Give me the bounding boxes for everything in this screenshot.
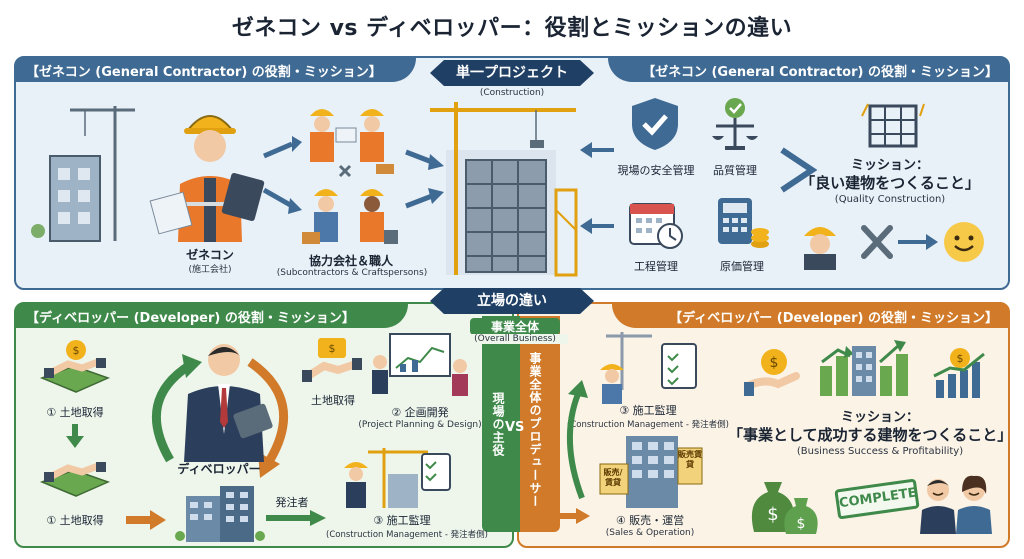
genecon-header-left: 【ゼネコン (General Contractor) の役割・ミッション】 [16, 58, 416, 82]
supervise-left-sub: (Construction Management - 発注者側) [326, 530, 488, 540]
sale-sign-2: 販売賃貸 [678, 450, 702, 469]
arrow-to-sales-icon [560, 508, 590, 524]
vs-label: VS [505, 420, 525, 435]
quality-label: 品質管理 [713, 164, 757, 177]
office-building-icon [175, 486, 265, 542]
partners-sub: (Subcontractors & Craftspersons) [276, 268, 428, 278]
sale-sign-1: 販売/賃貸 [603, 468, 623, 487]
developer-header-left: 【ディベロッパー (Developer) の役割・ミッション】 [16, 304, 408, 328]
arrow-from-schedule-icon [580, 218, 614, 234]
genecon-mission-main: 「良い建物をつくること」 [800, 174, 980, 192]
svg-text:$: $ [797, 516, 806, 532]
partner-workers-bottom-icon [302, 189, 398, 244]
genecon-mission-head: ミッション： [850, 158, 929, 173]
developer-person-icon [184, 344, 273, 462]
crane-building-icon [31, 106, 135, 242]
svg-text:$: $ [329, 342, 336, 355]
developer-panel-right [517, 302, 1010, 548]
single-project-sub: (Construction) [479, 88, 545, 98]
land-acquisition-center-label: 土地取得 [311, 394, 355, 407]
arrow-to-mission-icon [780, 147, 818, 193]
page-title: ゼネコン vs ディベロッパー：役割とミッションの違い [231, 16, 793, 41]
overall-business-label: 事業全体 [470, 318, 560, 335]
single-project-banner: 単一プロジェクト [430, 60, 594, 86]
svg-text:$: $ [767, 504, 778, 525]
developer-header-right: 【ディベロッパー (Developer) の役割・ミッション】 [612, 304, 1008, 328]
orderer-label: 発注者 [275, 496, 309, 509]
supervise-right-label: ③ 施工監理 [619, 404, 677, 417]
genba-shuyaku-vertical: 現場の主役 [491, 392, 505, 457]
genecon-mission-sub: (Quality Construction) [834, 194, 946, 205]
partner-workers-top-icon [310, 109, 394, 178]
developer-label: ディベロッパー [177, 462, 261, 476]
site-supervisor-icon [600, 332, 697, 404]
sales-building-icon [599, 436, 703, 508]
sales-sub: (Sales & Operation) [605, 528, 695, 538]
business-producer-vertical: 事業全体のプロデューサー [528, 352, 542, 508]
quality-scale-icon [712, 98, 758, 150]
svg-text:$: $ [770, 355, 779, 371]
land-acquisition-1-label: ① 土地取得 [46, 406, 104, 419]
arrow-right-orange-icon [126, 510, 166, 530]
position-difference-banner: 立場の違い [430, 288, 594, 314]
land-handshake-icon: $ [39, 340, 111, 393]
happy-people-icon [920, 475, 992, 534]
supervise-right-sub: (Construction Management - 発注者側) [567, 420, 729, 430]
overall-business-sub: (Overall Business) [462, 334, 568, 344]
planning-presentation-icon [372, 333, 468, 396]
arrow-from-safety-icon [580, 142, 614, 158]
planning-label: ② 企画開発 [391, 406, 449, 419]
construction-site-icon [430, 102, 578, 277]
developer-mission-sub: (Business Success & Profitability) [796, 446, 964, 457]
genecon-header-right: 【ゼネコン (General Contractor) の役割・ミッション】 [608, 58, 1008, 82]
genecon-label: ゼネコン [186, 248, 234, 262]
arrow-to-partners-icon [262, 136, 302, 214]
genecon-worker-icon [149, 115, 265, 242]
land-handshake-2-icon [39, 462, 111, 497]
schedule-label: 工程管理 [634, 260, 678, 273]
calculator-coins-icon [718, 198, 769, 248]
growth-buildings-icon [820, 340, 908, 396]
worker-tools-smile-icon [804, 222, 984, 270]
svg-text:$: $ [73, 344, 80, 357]
cost-label: 原価管理 [720, 260, 764, 273]
developer-mission-main: 「事業として成功する建物をつくること」 [728, 426, 1013, 444]
genecon-sub: (施工会社) [188, 265, 232, 275]
svg-text:$: $ [957, 352, 964, 365]
sales-label: ④ 販売・運営 [615, 514, 685, 527]
calendar-clock-icon [629, 203, 683, 249]
partners-label: 協力会社＆職人 [308, 254, 393, 268]
center-strip-right [520, 316, 560, 532]
supervise-clipboard-icon [344, 448, 451, 508]
money-bags-icon: $ $ [751, 482, 818, 534]
land-acquisition-2-label: ① 土地取得 [46, 514, 104, 527]
arrow-down-icon [66, 424, 84, 448]
land-deal-handshake-icon: $ [302, 338, 362, 382]
arrow-to-building-icon [405, 149, 444, 209]
safety-label: 現場の安全管理 [617, 164, 695, 177]
profit-chart-icon: $ [933, 348, 985, 398]
orderer-arrow-icon [266, 510, 326, 526]
cycle-arrows-icon [151, 354, 289, 478]
money-hand-icon: $ [744, 349, 800, 396]
steel-frame-building-icon [861, 103, 925, 148]
developer-mission-head: ミッション： [840, 410, 919, 425]
supervise-left-label: ③ 施工監理 [373, 514, 431, 527]
center-strip-left [482, 316, 522, 532]
shield-check-icon [632, 98, 678, 150]
curve-arrow-up-icon [566, 380, 588, 500]
planning-sub: (Project Planning & Design) [358, 420, 482, 430]
